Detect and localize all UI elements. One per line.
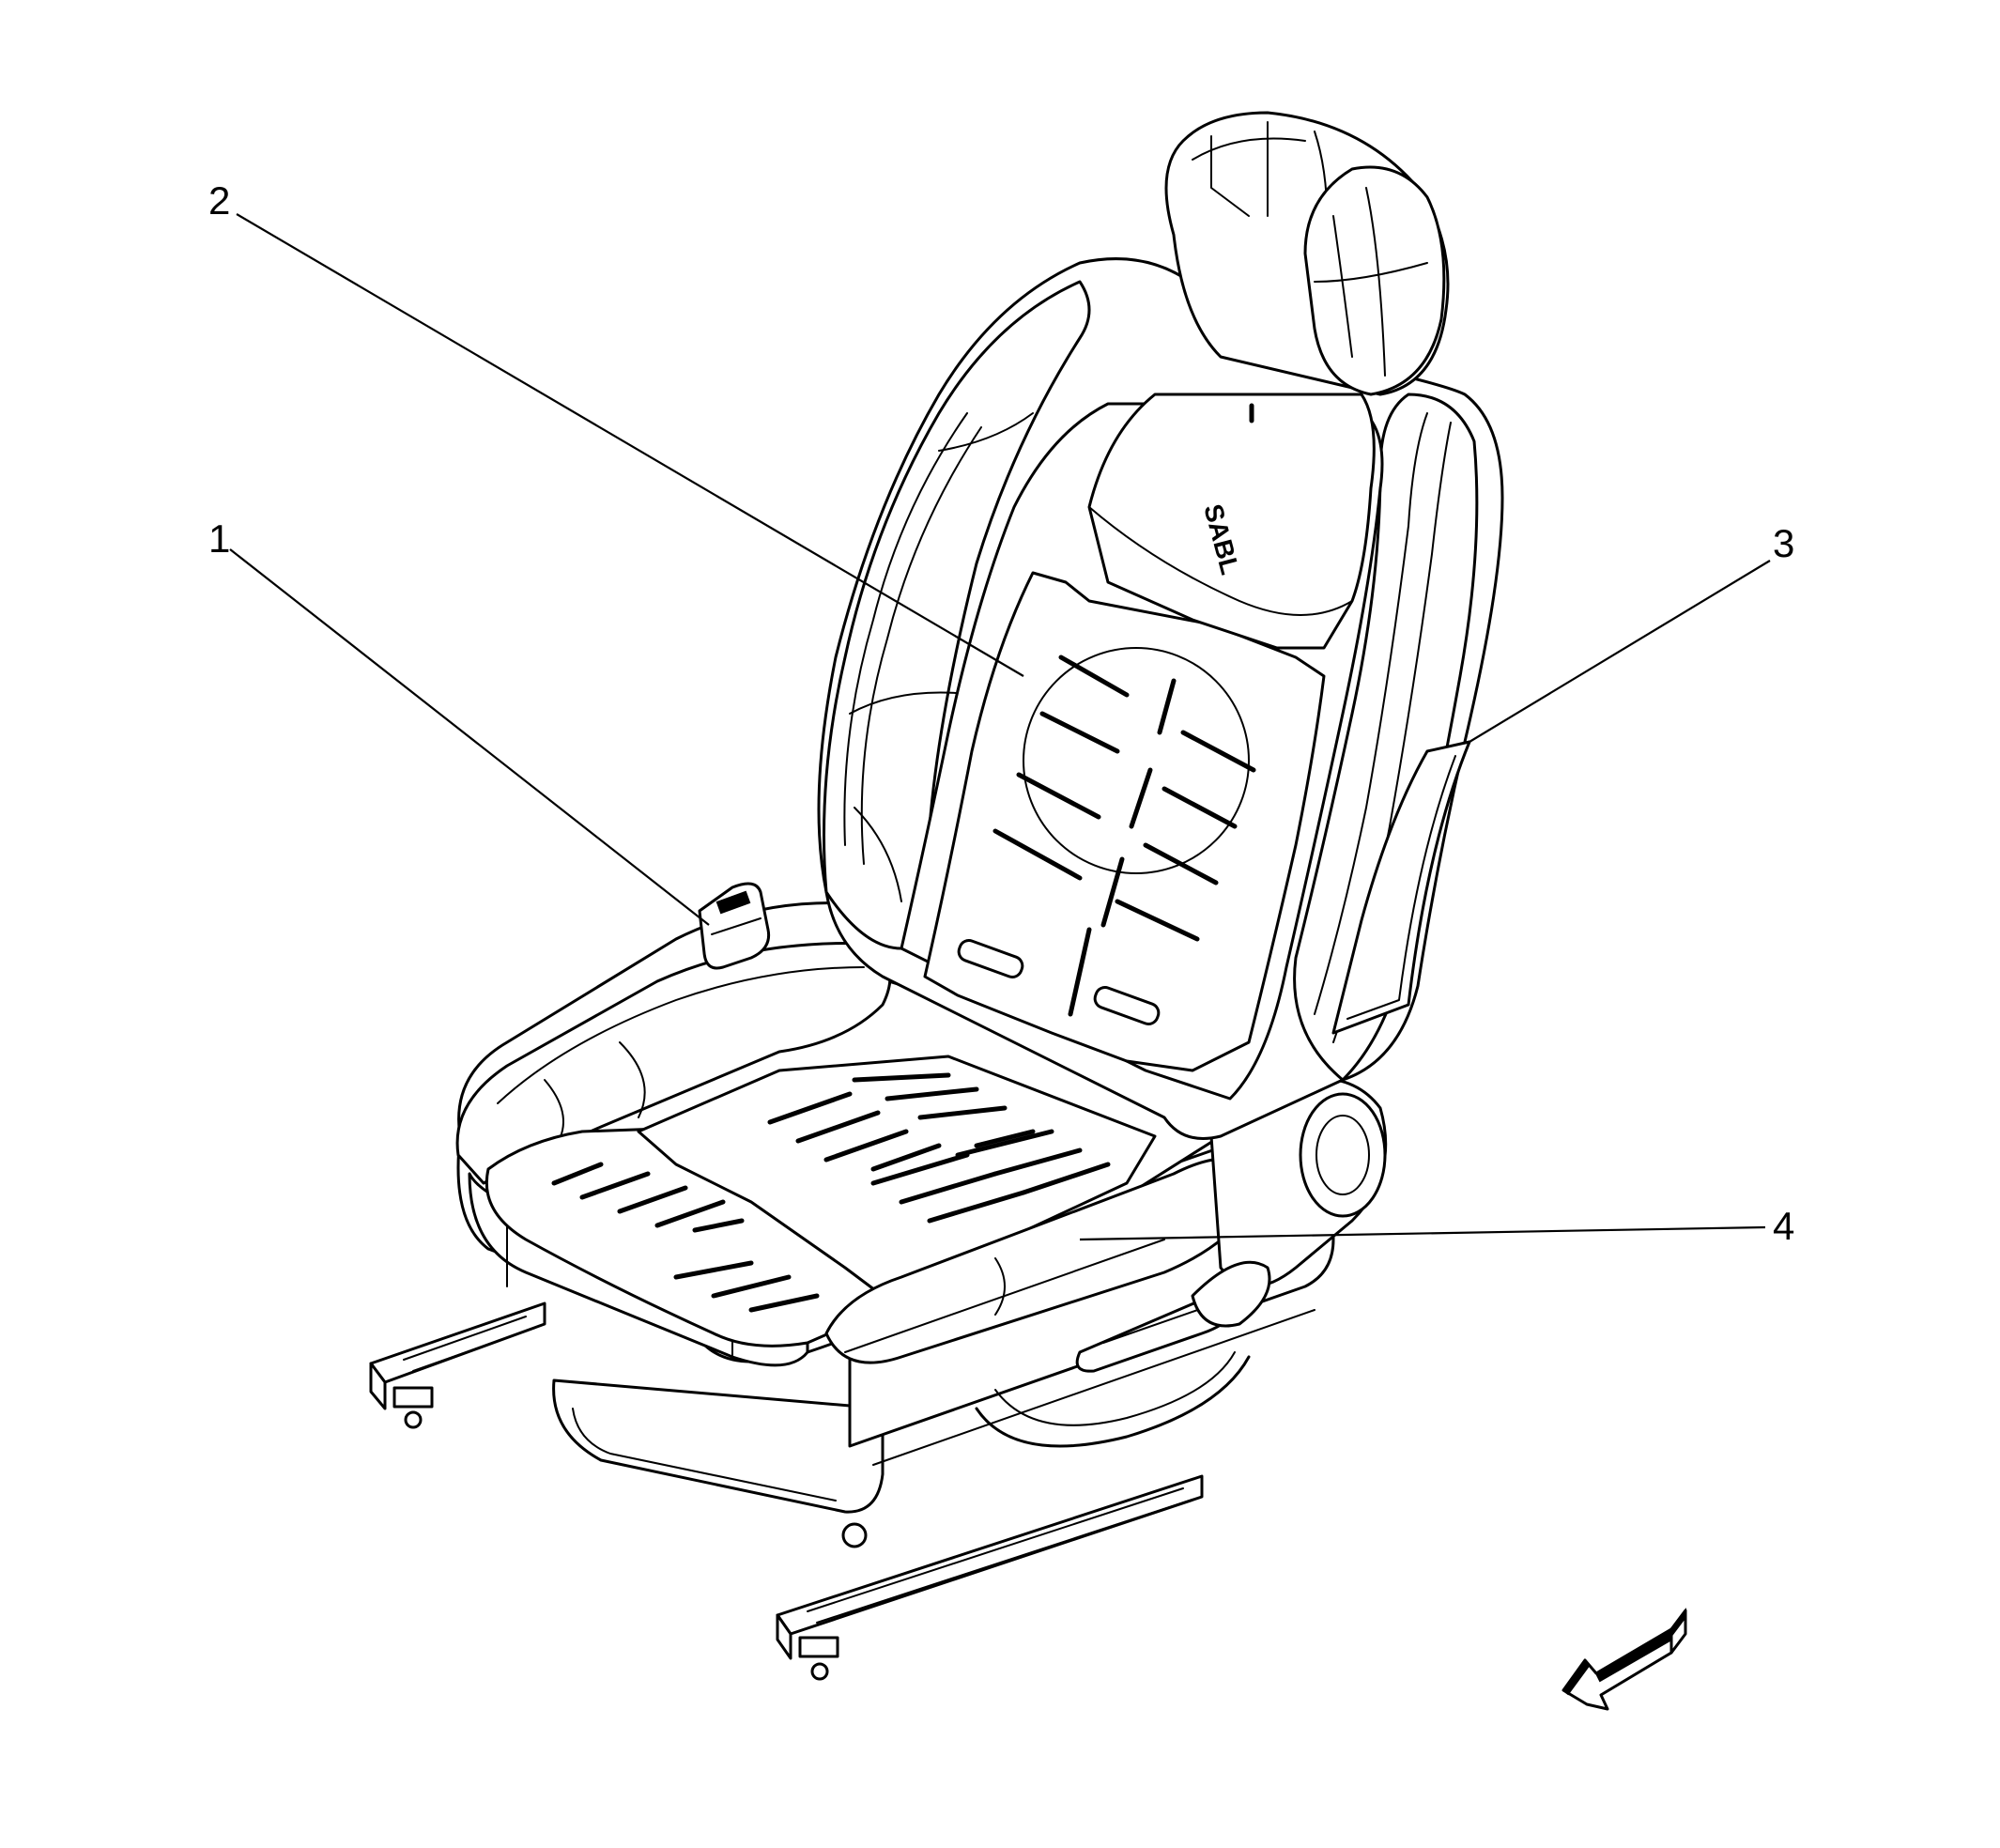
callout-leaders — [229, 213, 1771, 1241]
callout-3: 3 — [1773, 521, 1794, 565]
leader-1 — [229, 548, 710, 926]
seat-back: SABL — [817, 257, 1504, 1140]
leader-3 — [1469, 560, 1771, 743]
callout-1: 1 — [208, 516, 230, 561]
leader-2 — [236, 213, 1024, 677]
seat-cushion — [455, 901, 1251, 1367]
headrest — [1164, 111, 1450, 396]
recliner-mechanism — [1075, 1076, 1388, 1373]
seat-rail-left — [369, 1301, 546, 1429]
forward-direction-arrow-icon — [1562, 1608, 1687, 1711]
callout-labels: 1 2 3 4 — [208, 178, 1794, 1248]
callout-2: 2 — [208, 178, 230, 223]
seat-rail-right — [776, 1474, 1204, 1681]
cushion-heater-slots — [551, 1072, 1111, 1313]
leader-4 — [1079, 1225, 1766, 1241]
callout-4: 4 — [1773, 1204, 1794, 1248]
seat-belt-buckle — [698, 882, 771, 970]
back-heater-slots — [957, 647, 1256, 1025]
